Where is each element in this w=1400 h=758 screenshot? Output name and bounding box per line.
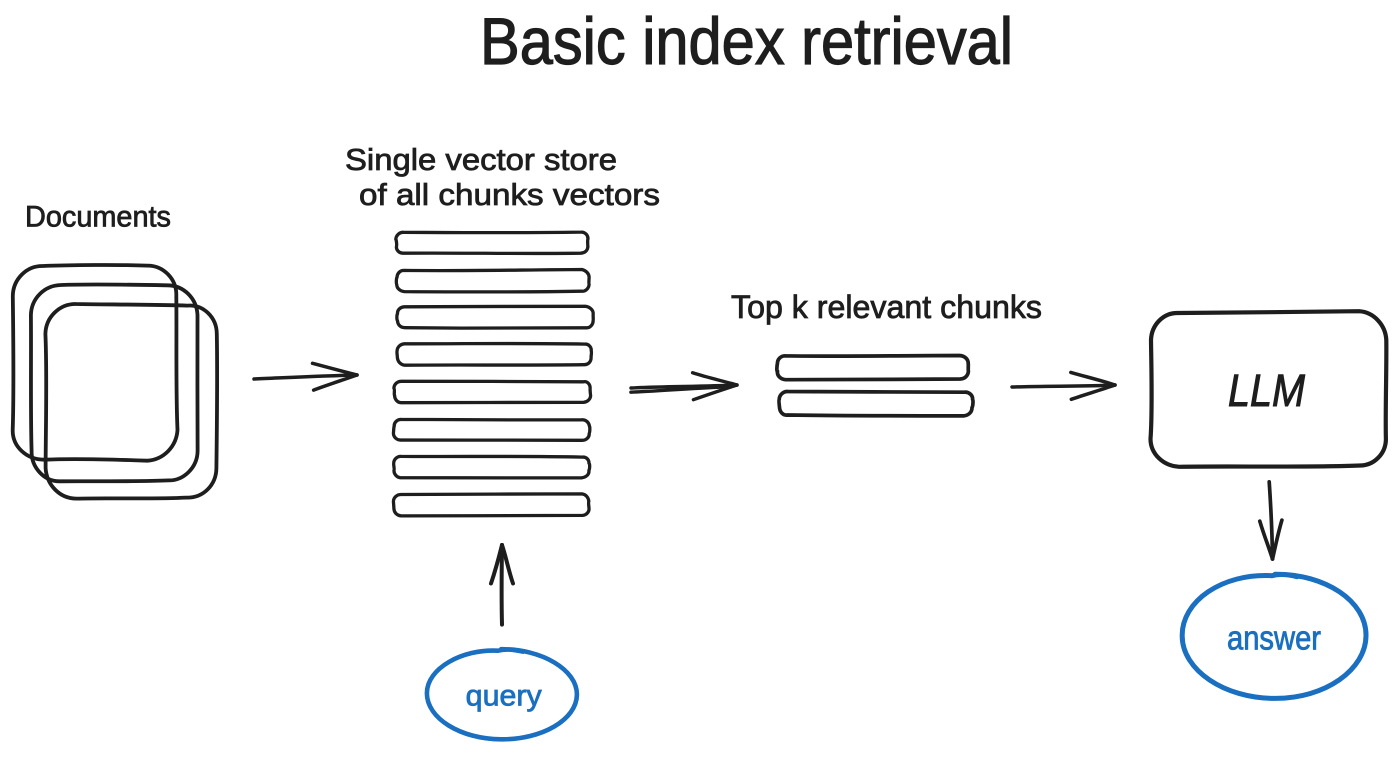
svg-text:Documents: Documents bbox=[25, 201, 171, 234]
svg-text:answer: answer bbox=[1227, 620, 1321, 658]
svg-text:Single vector store: Single vector store bbox=[345, 142, 617, 177]
svg-text:LLM: LLM bbox=[1228, 365, 1305, 416]
svg-text:Top k relevant chunks: Top k relevant chunks bbox=[731, 289, 1042, 325]
svg-text:of all chunks vectors: of all chunks vectors bbox=[359, 177, 660, 212]
svg-text:Basic index retrieval: Basic index retrieval bbox=[480, 4, 1013, 78]
svg-text:query: query bbox=[466, 680, 542, 713]
